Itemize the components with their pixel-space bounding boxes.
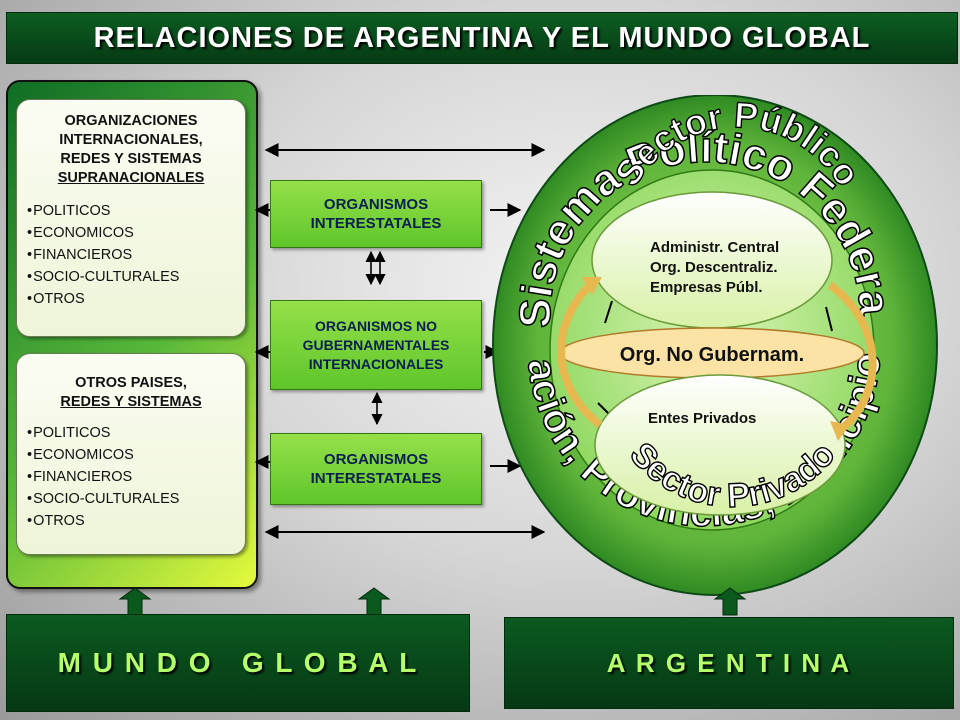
list-item: POLITICOS bbox=[27, 200, 245, 222]
otros-paises-card: OTROS PAISES, REDES Y SISTEMAS POLITICOS… bbox=[16, 353, 246, 555]
supranational-card-title: ORGANIZACIONES INTERNACIONALES, REDES Y … bbox=[17, 112, 245, 188]
right-curved-arrow bbox=[827, 281, 877, 434]
sector-privado-ellipse bbox=[594, 374, 846, 516]
left-curved-arrow bbox=[557, 282, 603, 429]
publico-item: Administr. Central bbox=[650, 239, 779, 256]
list-item: OTROS bbox=[27, 510, 245, 532]
card-title-line: OTROS PAISES, bbox=[75, 375, 187, 391]
list-item: SOCIO-CULTURALES bbox=[27, 266, 245, 288]
box-label-line: INTERESTATALES bbox=[310, 470, 442, 487]
up-arrow-1 bbox=[118, 587, 152, 616]
ong-label: Org. No Gubernam. bbox=[620, 344, 804, 366]
supranational-list: POLITICOS ECONOMICOS FINANCIEROS SOCIO-C… bbox=[17, 200, 245, 310]
card-title-line: ORGANIZACIONES bbox=[64, 113, 198, 129]
card-title-line: REDES Y SISTEMAS bbox=[60, 151, 202, 167]
box-label-line: GUBERNAMENTALES bbox=[302, 336, 450, 353]
supranational-card: ORGANIZACIONES INTERNACIONALES, REDES Y … bbox=[16, 99, 246, 337]
ong-internacionales-box: ORGANISMOS NO GUBERNAMENTALES INTERNACIO… bbox=[270, 300, 482, 390]
box-label-line: INTERNACIONALES bbox=[308, 355, 444, 372]
argentina-label: A R G E N T I N A bbox=[606, 648, 852, 678]
title-bar: RELACIONES DE ARGENTINA Y EL MUNDO GLOBA… bbox=[6, 12, 958, 64]
interestatales-box-bottom: ORGANISMOS INTERESTATALES bbox=[270, 433, 482, 505]
list-item: OTROS bbox=[27, 288, 245, 310]
list-item: ECONOMICOS bbox=[27, 444, 245, 466]
card-title-line: REDES Y SISTEMAS bbox=[60, 394, 202, 410]
argentina-circle-diagram: Sistema Político Federal Nación, Provinc… bbox=[490, 95, 938, 596]
small-arrow-right bbox=[825, 306, 833, 332]
list-item: SOCIO-CULTURALES bbox=[27, 488, 245, 510]
small-arrow-lower bbox=[597, 402, 609, 414]
up-arrows bbox=[118, 587, 747, 616]
small-arrow-left bbox=[604, 300, 613, 324]
list-item: FINANCIEROS bbox=[27, 466, 245, 488]
up-arrow-2 bbox=[357, 587, 391, 616]
publico-item: Empresas Públ. bbox=[650, 279, 763, 296]
page-title: RELACIONES DE ARGENTINA Y EL MUNDO GLOBA… bbox=[93, 21, 871, 54]
entes-label: Entes Privados bbox=[648, 410, 756, 427]
card-title-line: INTERNACIONALES, bbox=[59, 132, 203, 148]
box-label-line: ORGANISMOS bbox=[323, 196, 429, 213]
card-title-line: SUPRANACIONALES bbox=[57, 170, 205, 186]
box-label-line: ORGANISMOS NO bbox=[314, 317, 438, 334]
interestatales-box-top: ORGANISMOS INTERESTATALES bbox=[270, 180, 482, 248]
argentina-bar: A R G E N T I N A bbox=[504, 617, 954, 709]
mundo-global-bar: M U N D O G L O B A L bbox=[6, 614, 470, 712]
list-item: ECONOMICOS bbox=[27, 222, 245, 244]
publico-item: Org. Descentraliz. bbox=[650, 259, 778, 276]
otros-paises-card-title: OTROS PAISES, REDES Y SISTEMAS bbox=[17, 374, 245, 412]
list-item: FINANCIEROS bbox=[27, 244, 245, 266]
otros-paises-list: POLITICOS ECONOMICOS FINANCIEROS SOCIO-C… bbox=[17, 422, 245, 532]
mundo-global-label: M U N D O G L O B A L bbox=[57, 647, 419, 678]
box-label-line: ORGANISMOS bbox=[323, 451, 429, 468]
up-arrow-3 bbox=[713, 587, 747, 616]
box-label-line: INTERESTATALES bbox=[310, 215, 442, 232]
mundo-global-panel: ORGANIZACIONES INTERNACIONALES, REDES Y … bbox=[6, 80, 258, 589]
list-item: POLITICOS bbox=[27, 422, 245, 444]
